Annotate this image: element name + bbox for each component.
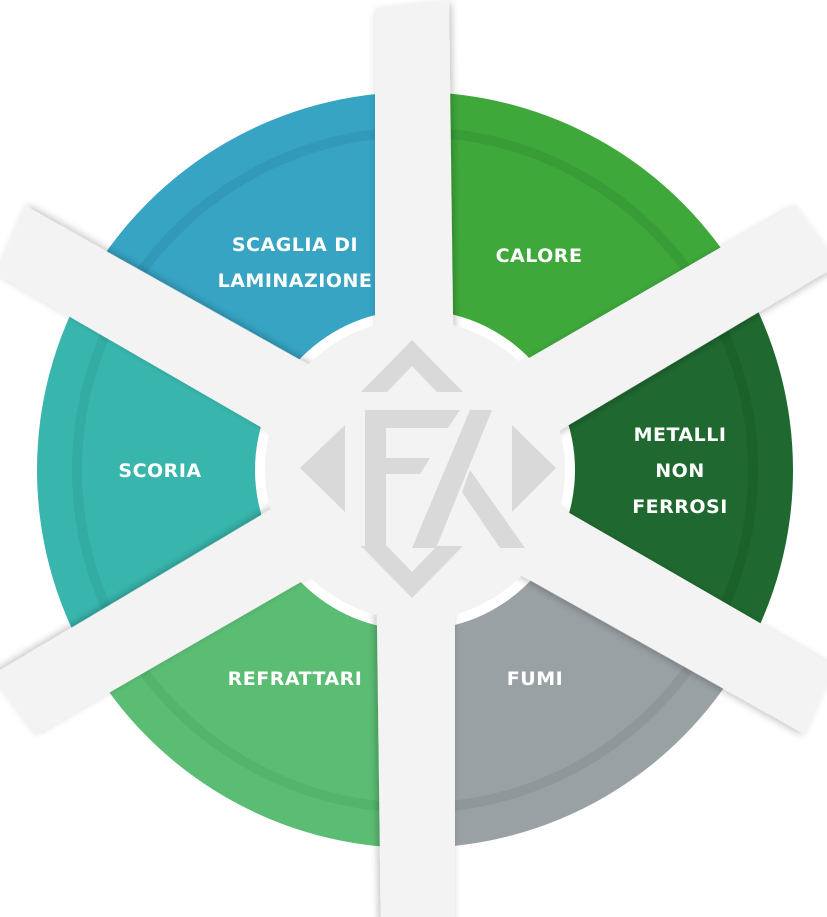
segment-scoria — [36, 281, 398, 659]
logo-shape-6 — [412, 410, 492, 548]
label-calore: CALORE — [496, 245, 583, 267]
label-fumi: FUMI — [507, 668, 563, 690]
label-metalli-line-1: NON — [655, 460, 704, 482]
segment-refrattari-shade — [136, 663, 385, 812]
label-scoria-line-0: SCORIA — [118, 460, 201, 482]
logo-shape-5 — [386, 458, 430, 474]
label-scaglia-line-0: SCAGLIA DI — [232, 234, 358, 256]
segment-scoria-shade — [72, 327, 112, 613]
label-fumi-line-0: FUMI — [507, 668, 563, 690]
logo-shape-4 — [365, 410, 460, 548]
segment-scaglia-shade — [136, 128, 385, 277]
fa-monogram-logo — [300, 340, 556, 598]
label-metalli: METALLI NON FERROSI — [632, 424, 728, 518]
segment-metalli — [432, 281, 793, 659]
label-scoria: SCORIA — [118, 460, 201, 482]
logo-shape-0 — [361, 340, 463, 392]
segment-metalli-shade — [718, 327, 758, 613]
label-calore-line-0: CALORE — [496, 245, 583, 267]
logo-shape-7 — [462, 470, 525, 548]
logo-shape-3 — [512, 425, 556, 512]
segment-fumi-shade — [445, 663, 694, 812]
label-scaglia: SCAGLIA DI LAMINAZIONE — [218, 234, 373, 292]
labels-layer: CALORE METALLI NON FERROSI FUMI REFRATTARI SCO… — [118, 234, 727, 690]
logo-shape-2 — [300, 425, 345, 512]
label-refrattari-line-0: REFRATTARI — [228, 668, 363, 690]
label-scaglia-line-1: LAMINAZIONE — [218, 270, 373, 292]
label-metalli-line-2: FERROSI — [632, 496, 728, 518]
segment-calore-shade — [445, 128, 694, 277]
logo-shape-1 — [361, 546, 463, 598]
label-refrattari: REFRATTARI — [228, 668, 363, 690]
label-metalli-line-0: METALLI — [634, 424, 727, 446]
